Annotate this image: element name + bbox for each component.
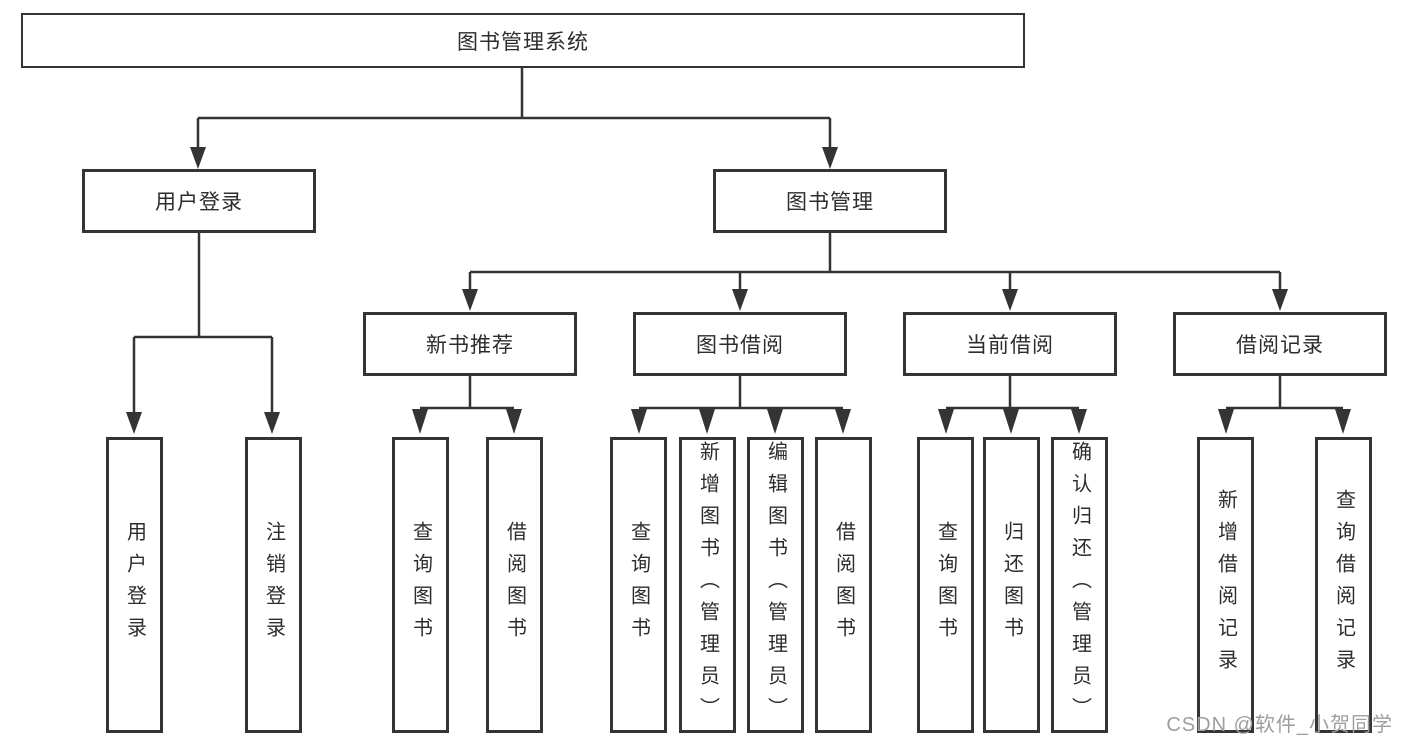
- leaf-label: 借阅图书: [503, 521, 526, 649]
- leaf-label: 查询图书: [627, 521, 650, 649]
- node-current-borrowing: 当前借阅: [903, 312, 1117, 376]
- arrowhead: [462, 289, 478, 311]
- node-label: 用户登录: [155, 191, 243, 214]
- node-user-login: 用户登录: [82, 169, 316, 233]
- arrowhead: [412, 409, 428, 434]
- leaf-user-login: 用户登录: [106, 437, 163, 733]
- arrowhead: [631, 409, 647, 434]
- leaf-label: 查询图书: [409, 521, 432, 649]
- arrowhead: [1071, 409, 1087, 434]
- arrowhead: [190, 147, 206, 169]
- leaf-edit-books-admin: 编辑图书（管理员）: [747, 437, 804, 733]
- arrowhead: [506, 409, 522, 434]
- arrowhead: [835, 409, 851, 434]
- leaf-return-books: 归还图书: [983, 437, 1040, 733]
- leaf-label: 新增借阅记录: [1214, 489, 1237, 681]
- csdn-watermark: CSDN @软件_小贺同学: [1166, 714, 1393, 736]
- node-new-book-recommend: 新书推荐: [363, 312, 577, 376]
- leaf-add-borrow-record: 新增借阅记录: [1197, 437, 1254, 733]
- arrowhead: [732, 289, 748, 311]
- leaf-borrow-books-2: 借阅图书: [815, 437, 872, 733]
- leaf-label: 借阅图书: [832, 521, 855, 649]
- node-label: 图书管理: [786, 191, 874, 214]
- node-book-borrowing: 图书借阅: [633, 312, 847, 376]
- leaf-label: 编辑图书（管理员）: [764, 441, 787, 729]
- leaf-label: 注销登录: [262, 521, 285, 649]
- leaf-query-books-2: 查询图书: [610, 437, 667, 733]
- leaf-borrow-books-1: 借阅图书: [486, 437, 543, 733]
- leaf-label: 确认归还（管理员）: [1068, 441, 1091, 729]
- leaf-query-books-1: 查询图书: [392, 437, 449, 733]
- node-library-management-system: 图书管理系统: [21, 13, 1025, 68]
- arrowhead: [1003, 409, 1019, 434]
- leaf-query-borrow-record: 查询借阅记录: [1315, 437, 1372, 733]
- node-label: 新书推荐: [426, 334, 514, 357]
- arrowheads: [126, 147, 1351, 434]
- leaf-label: 归还图书: [1000, 521, 1023, 649]
- node-label: 借阅记录: [1236, 334, 1324, 357]
- arrowhead: [1002, 289, 1018, 311]
- leaf-label: 新增图书（管理员）: [696, 441, 719, 729]
- arrowhead: [822, 147, 838, 169]
- arrowhead: [126, 412, 142, 434]
- node-label: 当前借阅: [966, 334, 1054, 357]
- node-label: 图书管理系统: [457, 30, 589, 54]
- leaf-label: 查询图书: [934, 521, 957, 649]
- node-label: 图书借阅: [696, 334, 784, 357]
- node-borrowing-records: 借阅记录: [1173, 312, 1387, 376]
- leaf-logout: 注销登录: [245, 437, 302, 733]
- arrowhead: [1335, 409, 1351, 434]
- arrowhead: [1272, 289, 1288, 311]
- leaf-confirm-return-admin: 确认归还（管理员）: [1051, 437, 1108, 733]
- leaf-query-books-3: 查询图书: [917, 437, 974, 733]
- arrowhead: [264, 412, 280, 434]
- leaf-label: 查询借阅记录: [1332, 489, 1355, 681]
- arrowhead: [1218, 409, 1234, 434]
- node-book-management: 图书管理: [713, 169, 947, 233]
- leaf-label: 用户登录: [123, 521, 146, 649]
- arrowhead: [699, 409, 715, 434]
- leaf-add-books-admin: 新增图书（管理员）: [679, 437, 736, 733]
- connector-path: [132, 68, 1343, 412]
- arrowhead: [767, 409, 783, 434]
- arrowhead: [938, 409, 954, 434]
